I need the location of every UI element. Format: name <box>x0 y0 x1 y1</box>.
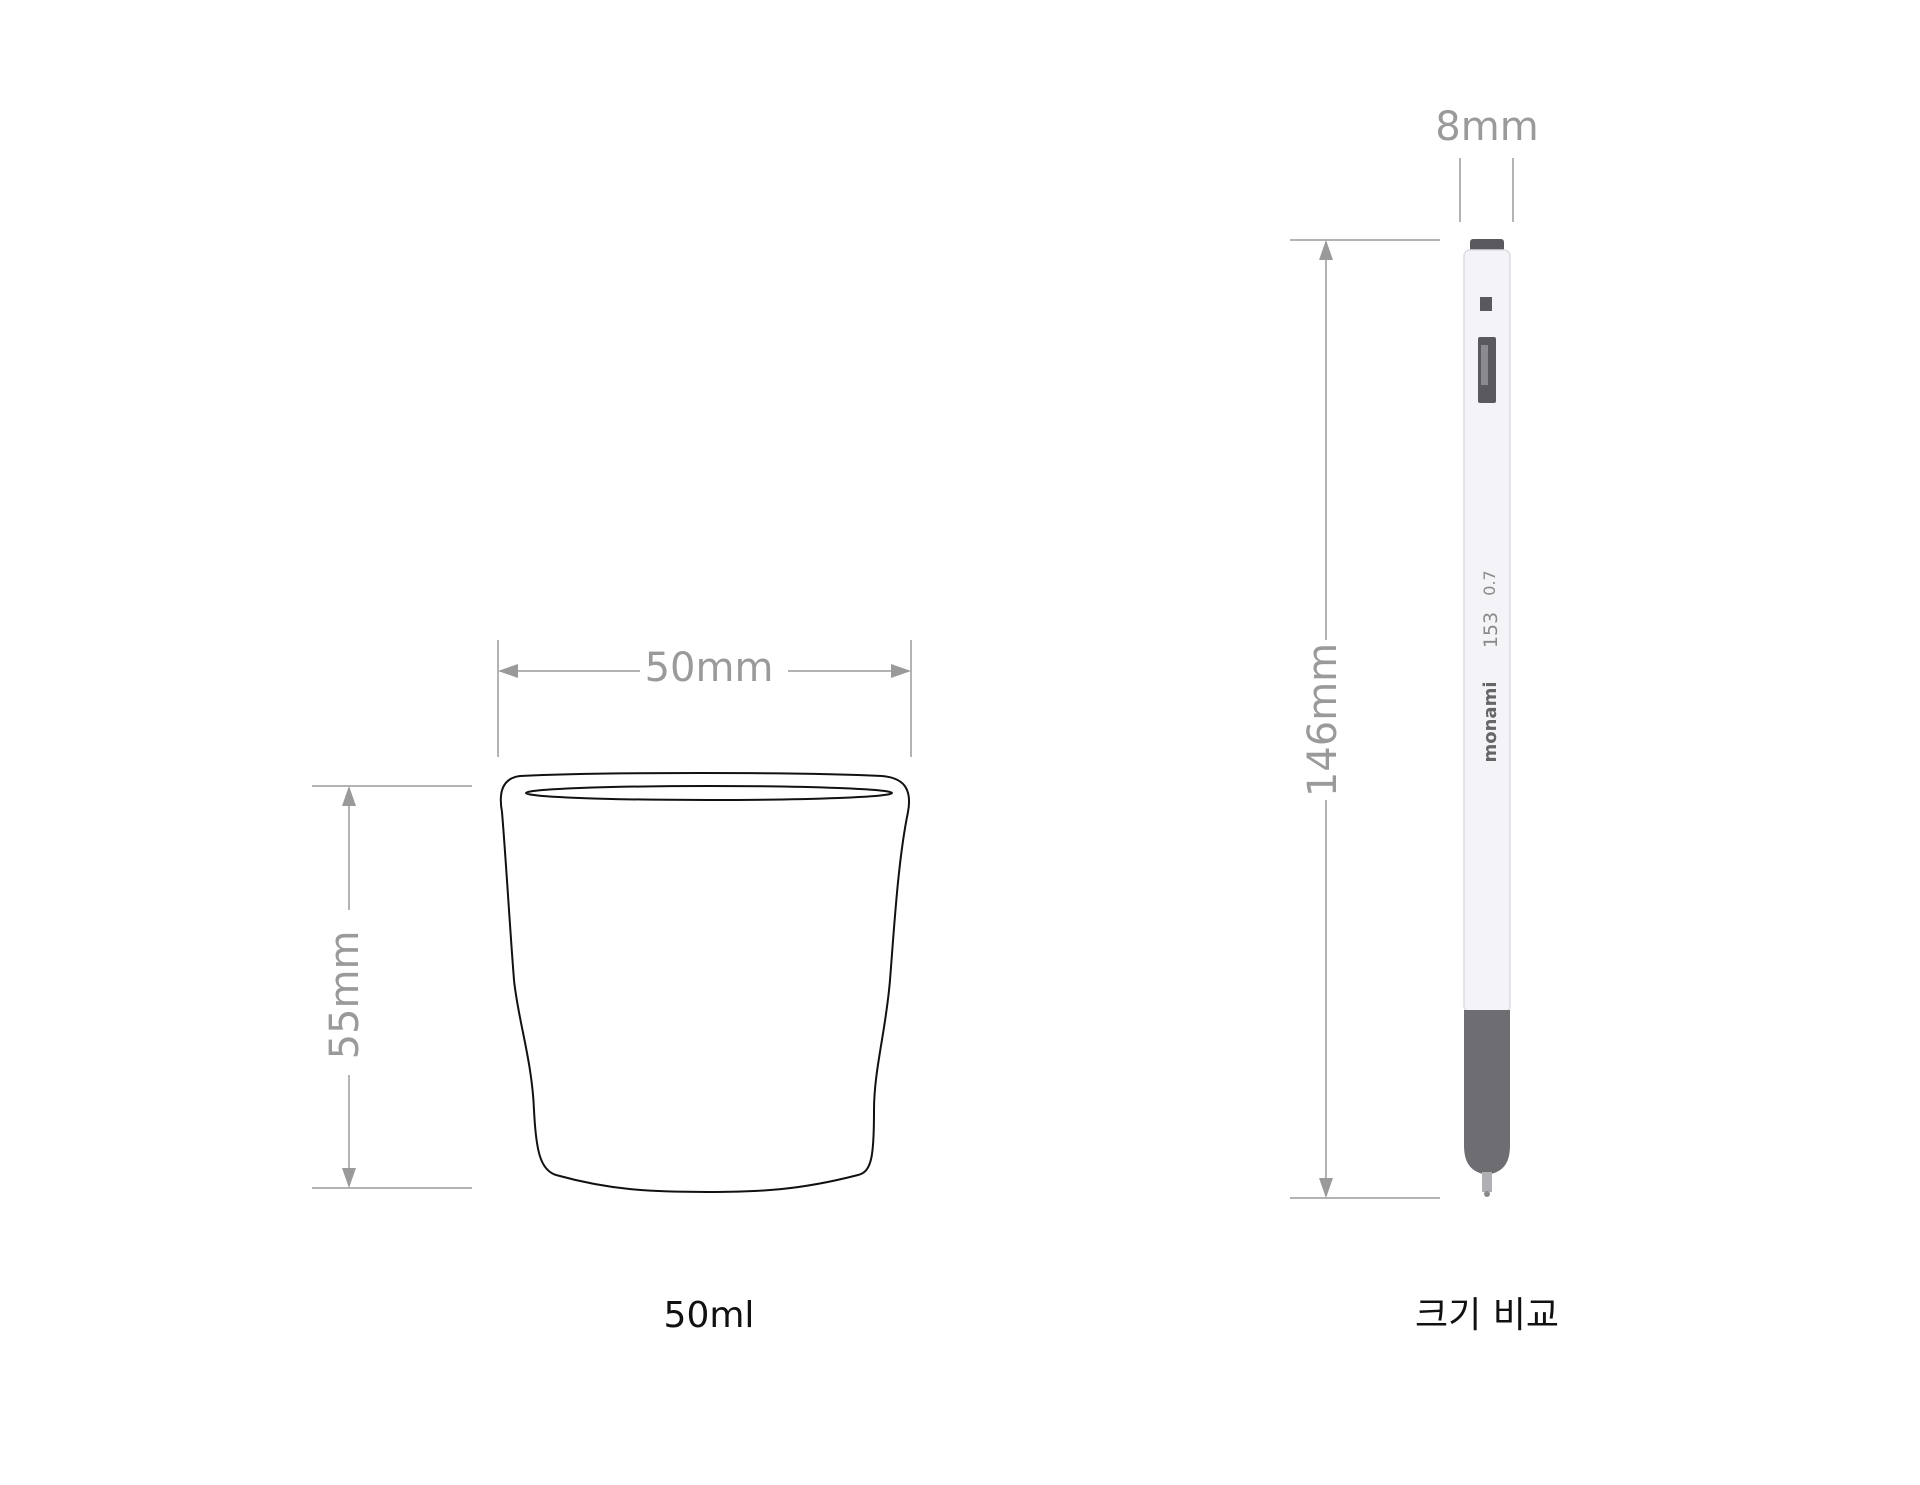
pen-width-dimension: 8mm <box>1435 104 1539 222</box>
pen-brand-print: monami <box>1480 681 1501 762</box>
pen-width-label: 8mm <box>1435 104 1538 150</box>
cup-height-dimension: 55mm <box>312 785 472 1189</box>
cup-group: 50mm 55mm 50ml <box>312 640 912 1336</box>
cup-width-label: 50mm <box>645 645 774 691</box>
cup-width-dimension: 50mm <box>497 640 912 757</box>
pen-clip-highlight <box>1481 345 1488 385</box>
pen-group: 8mm 146mm monami 153 0.7 크기 비교 <box>1290 104 1559 1336</box>
cup-rim <box>525 785 893 801</box>
cup-caption: 50ml <box>664 1295 755 1336</box>
pen-indicator-square <box>1480 297 1492 311</box>
pen-length-label: 146mm <box>1300 643 1346 797</box>
cup-height-label: 55mm <box>322 931 368 1060</box>
pen-length-dimension: 146mm <box>1290 239 1440 1199</box>
pen-caption: 크기 비교 <box>1415 1295 1559 1336</box>
pen-tip-print: 0.7 <box>1480 570 1499 595</box>
pen-illustration: monami 153 0.7 <box>1463 239 1511 1197</box>
pen-model-print: 153 <box>1480 612 1502 648</box>
pen-tip-cone <box>1464 1010 1510 1175</box>
cup-outline <box>499 772 910 1194</box>
pen-nib <box>1482 1172 1492 1192</box>
pen-ball <box>1484 1191 1490 1197</box>
